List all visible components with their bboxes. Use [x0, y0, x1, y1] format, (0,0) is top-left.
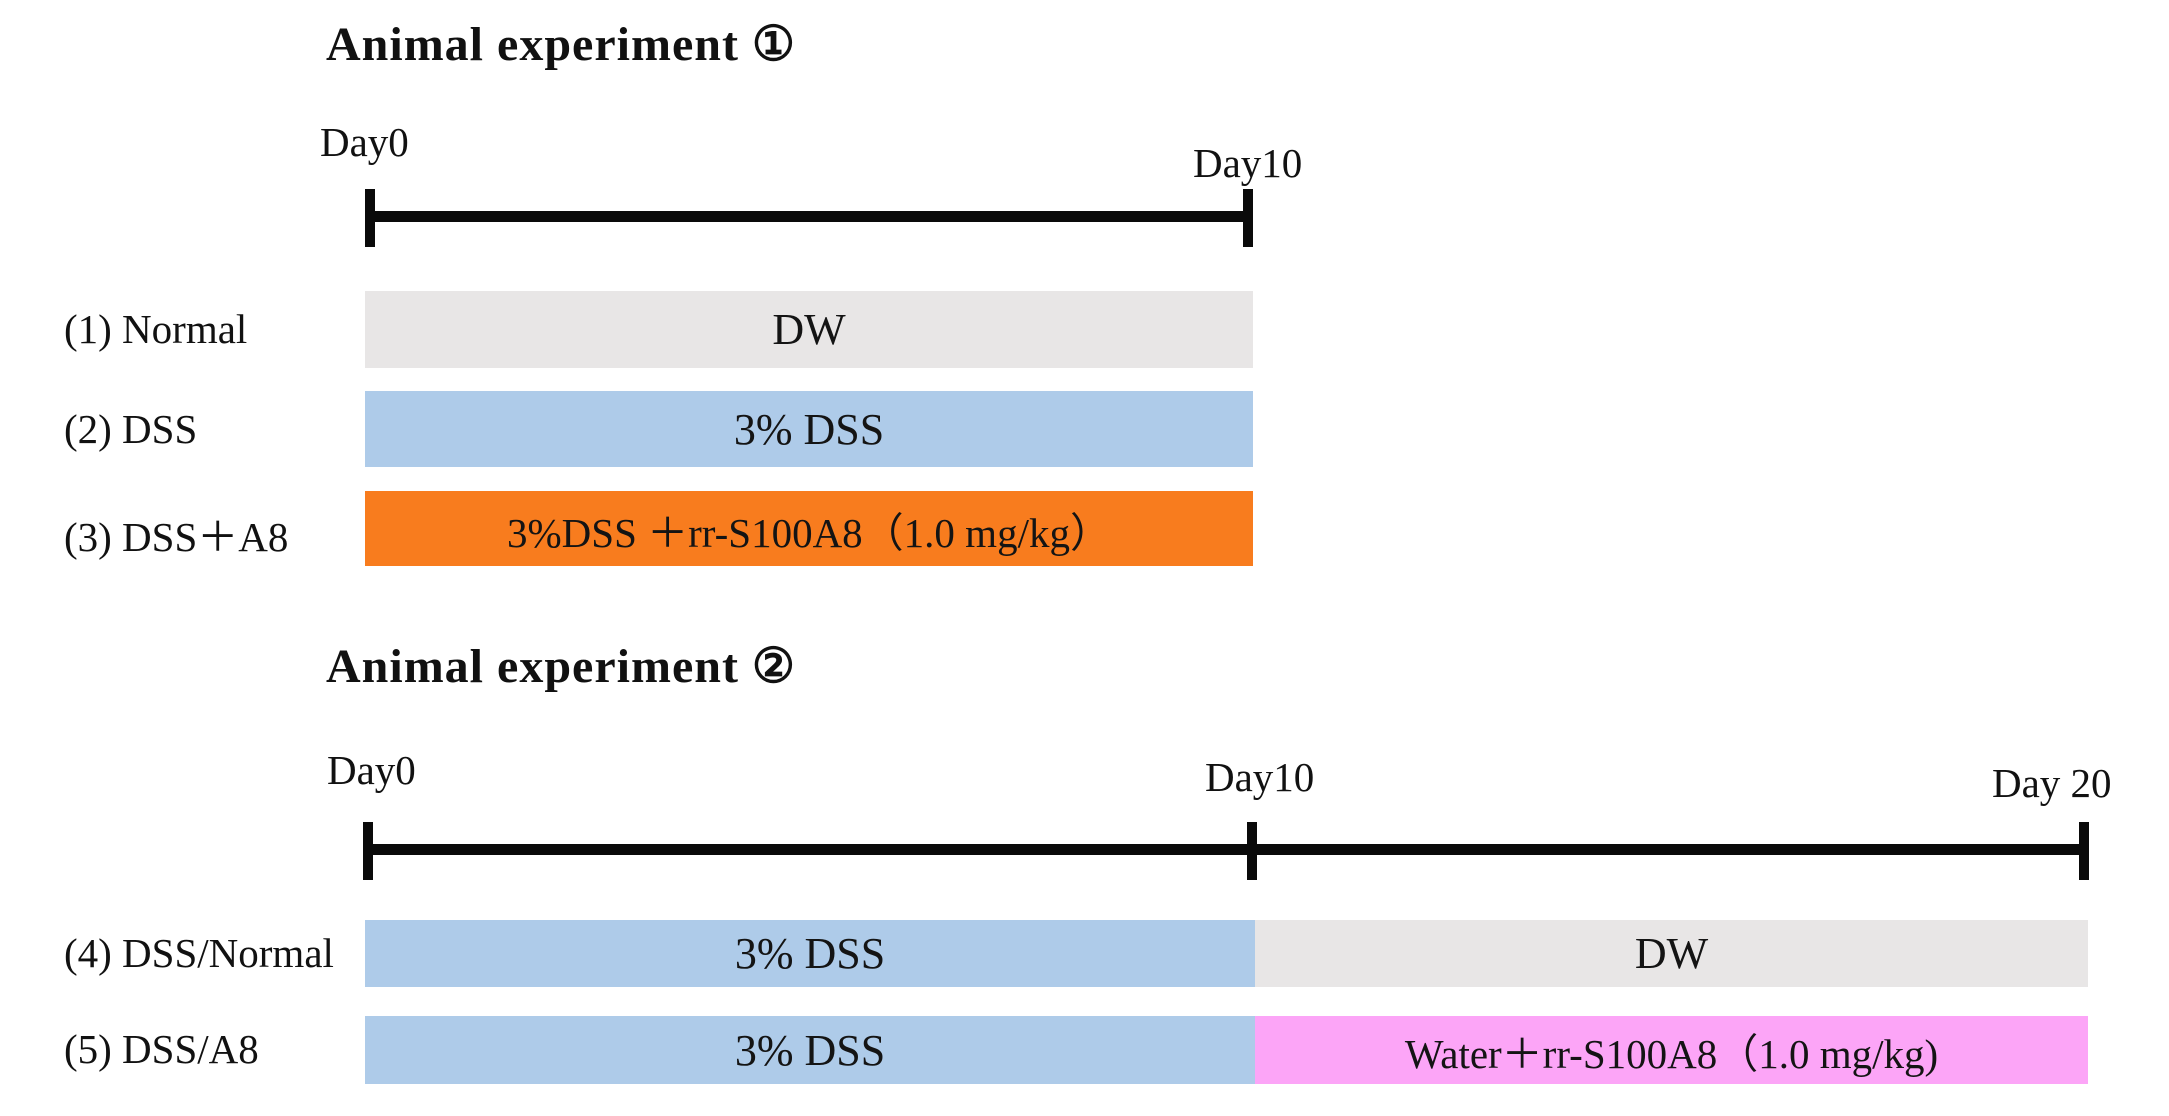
exp1-row2-label: (2) DSS: [64, 406, 198, 452]
experiment-2-title: Animal experiment ②: [326, 640, 796, 693]
exp2-day0-label: Day0: [327, 747, 416, 793]
exp2-row2-label: (5) DSS/A8: [64, 1026, 259, 1072]
exp2-day10-label: Day10: [1205, 754, 1315, 800]
exp1-row3-bar-dss-a8: 3%DSS ＋rr-S100A8（1.0 mg/kg）: [365, 491, 1253, 566]
exp1-row1-label: (1) Normal: [64, 306, 248, 352]
exp2-timeline-end-tick: [2079, 822, 2089, 880]
exp2-row2-dss-text: 3% DSS: [734, 1025, 886, 1075]
exp1-day10-label: Day10: [1193, 140, 1303, 186]
exp1-row2-bar-dss: 3% DSS: [365, 391, 1253, 467]
exp2-row1-dw-text: DW: [1634, 929, 1709, 978]
exp1-row3-bar-text: 3%DSS ＋rr-S100A8（1.0 mg/kg）: [507, 509, 1111, 556]
exp2-row2-bar-dss-segment: 3% DSS: [365, 1016, 1255, 1084]
exp1-timeline-end-tick: [1243, 189, 1253, 247]
exp1-row3-label: (3) DSS＋A8: [64, 514, 289, 560]
exp2-row1-bar-dss-segment: 3% DSS: [365, 920, 1255, 987]
experiment-1-title: Animal experiment ①: [326, 18, 796, 71]
exp2-timeline-line: [368, 844, 2087, 855]
exp1-day0-label: Day0: [320, 119, 409, 165]
exp2-row1-label: (4) DSS/Normal: [64, 930, 334, 976]
exp2-day20-label: Day 20: [1992, 760, 2112, 806]
exp1-timeline-line: [370, 211, 1250, 222]
exp2-row2-bar-water-a8-segment: Water＋rr-S100A8（1.0 mg/kg): [1255, 1016, 2088, 1084]
exp1-row1-bar-dw: DW: [365, 291, 1253, 368]
exp2-timeline-mid-tick: [1247, 822, 1257, 880]
exp2-row2-water-a8-text: Water＋rr-S100A8（1.0 mg/kg): [1404, 1031, 1939, 1077]
exp2-timeline-start-tick: [363, 822, 373, 880]
exp2-row1-bar-dw-segment: DW: [1255, 920, 2088, 987]
exp1-row2-bar-text: 3% DSS: [733, 404, 885, 454]
exp1-timeline-start-tick: [365, 189, 375, 247]
exp2-row1-dss-text: 3% DSS: [734, 929, 886, 978]
exp1-row1-bar-text: DW: [772, 305, 846, 354]
